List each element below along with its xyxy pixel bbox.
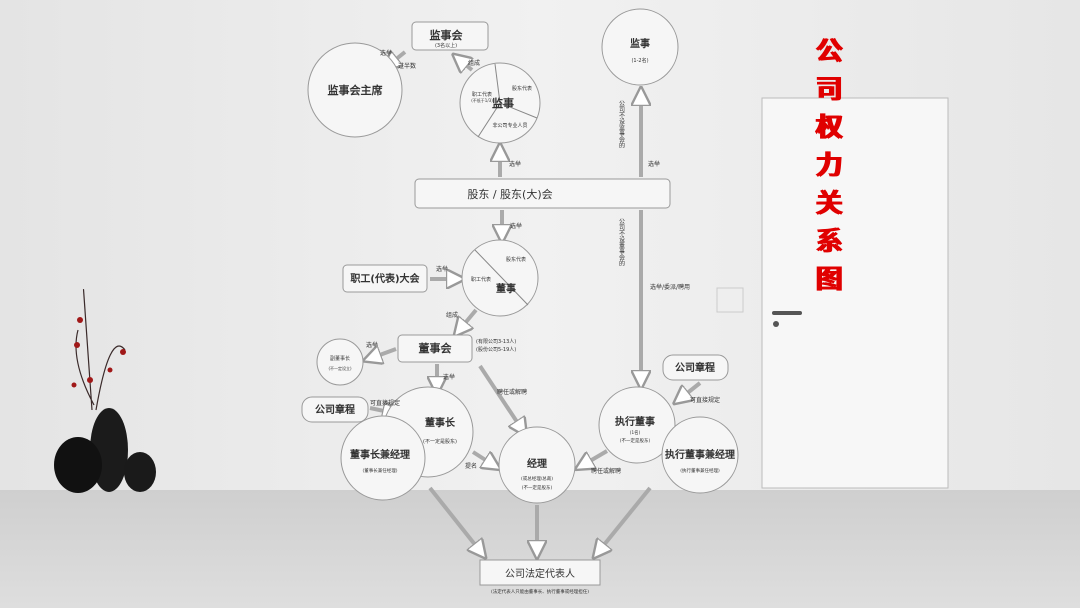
single-supervisor-label: 监事 [630, 37, 650, 50]
arrow-direct-right [676, 381, 702, 402]
title-char: 力 [815, 151, 841, 181]
supervisory-board-label: 监事会 [430, 28, 464, 42]
edge-label: 可直接规定 [370, 399, 400, 407]
pie-seg-label: 职工代表 [471, 276, 491, 283]
title-char: 权 [814, 113, 841, 143]
legal-rep-note: (法定代表人只能由董事长、执行董事或经理担任) [491, 588, 589, 595]
vice-chair-circle [316, 338, 364, 386]
single-supervisor-sub: (1-2名) [631, 57, 648, 64]
chairman-label: 董事长 [425, 416, 456, 429]
edge-label: 选举 [443, 373, 455, 381]
arrow-compose-board [456, 308, 478, 334]
single-supervisor-circle [601, 8, 679, 86]
supervisory-chair-circle [307, 42, 403, 138]
exec-director-manager-label: 执行董事兼经理 [665, 448, 735, 461]
edge-label: 组成 [446, 311, 458, 319]
manager-label: 经理 [527, 457, 547, 470]
directors-pie [461, 239, 539, 317]
directors-pie-label: 董事 [496, 282, 516, 295]
edge-label: 选举 [648, 160, 660, 168]
edge-label: 选举 [510, 222, 522, 230]
chairman-manager-circle [340, 415, 426, 501]
exec-director-manager-circle [661, 416, 739, 494]
employee-congress-label: 职工(代表)大会 [350, 272, 419, 285]
board-note: (股份公司5-19人) [476, 346, 516, 353]
vice-chair-label: 副董事长 [330, 355, 350, 362]
exec-director-sub: (1名) [630, 429, 641, 436]
legal-rep-label: 公司法定代表人 [505, 567, 575, 580]
edge-label: 聘任或解聘 [591, 467, 621, 475]
chairman-manager-label: 董事长兼经理 [350, 448, 410, 461]
vases-decoration [54, 288, 156, 493]
manager-circle [498, 426, 576, 504]
arrow-to-legal-1 [428, 486, 484, 556]
board-note: (有限公司3-13人) [476, 338, 516, 345]
arrow-nominate [471, 450, 498, 468]
edge-label: 过半数 [398, 62, 416, 70]
exec-director-sub: (不一定是股东) [620, 437, 651, 444]
title-char: 公 [815, 37, 841, 67]
edge-label: 选举/委派/聘用 [650, 283, 690, 291]
pie-seg-label: 股东代表 [506, 256, 526, 263]
articles-right-label: 公司章程 [675, 361, 715, 374]
title-char: 关 [815, 189, 841, 219]
pie-seg-label: 非公司专业人员 [492, 122, 527, 129]
edge-label: 聘任或解聘 [497, 388, 527, 396]
edge-label: 选举 [436, 265, 448, 273]
edge-label-vertical: 公司不设董事会的 [618, 218, 625, 267]
articles-right-box [662, 354, 729, 381]
pie-seg-label: 股东代表 [512, 85, 532, 92]
board-box [397, 334, 473, 363]
board-label: 董事会 [419, 341, 453, 355]
arrow-to-legal-3 [595, 486, 652, 556]
pie-seg-sub: (不低于1/3) [471, 97, 493, 103]
edge-label: 选举 [509, 160, 521, 168]
supervisory-board-sub: (3名以上) [435, 42, 457, 49]
shareholders-label: 股东 / 股东(大)会 [467, 187, 552, 201]
node-labels: 监事会 (3名以上) 监事会主席 监事 职工代表 (不低于1/3) 股东代表 非… [315, 28, 735, 595]
arrow-hire-fire-1 [478, 364, 525, 434]
arrow-compose-sup [455, 56, 472, 70]
arrow-elect-vice [366, 349, 397, 360]
edge-label: 选举 [380, 49, 392, 57]
vice-chair-sub: (不一定设立) [328, 365, 352, 371]
pie-seg-label: 职工代表 [472, 91, 492, 98]
edge-label: 可直接规定 [690, 396, 720, 404]
articles-left-label: 公司章程 [315, 403, 355, 416]
edge-label: 选举 [366, 341, 378, 349]
arrow-hire-fire-2 [578, 449, 609, 468]
employee-congress-box [342, 264, 428, 293]
edge-labels: 选举 过半数 组成 选举 公司不设监事会的 选举 选举 选举 组成 选举 选举 … [366, 49, 720, 475]
shareholders-box [414, 178, 671, 209]
chairman-manager-sub: (董事长兼任经理) [362, 467, 397, 474]
chairman-sub: (不一定是股东) [423, 438, 457, 445]
arrows [366, 52, 702, 556]
exec-director-label: 执行董事 [615, 415, 655, 428]
title-char: 系 [815, 227, 841, 257]
supervisory-chair-label: 监事会主席 [328, 83, 383, 97]
manager-sub: (或总经理/总裁) [521, 475, 553, 482]
exec-director-manager-sub: (执行董事兼任经理) [680, 467, 720, 474]
title-char: 司 [815, 75, 841, 105]
light-switch [716, 287, 744, 313]
legal-rep-box [479, 559, 601, 586]
articles-left-box [301, 396, 369, 423]
exec-director-circle [598, 386, 676, 464]
page-title: 公司权力关系图 公 司 权 力 关 系 图 [813, 37, 844, 303]
supervisory-board-box [411, 21, 489, 51]
pie-dividers [474, 63, 538, 306]
supervisors-pie-label: 监事 [492, 96, 514, 110]
title-full: 公司权力关系图 [813, 37, 844, 303]
edge-label-vertical: 公司不设监事会的 [618, 100, 625, 149]
title-char: 图 [815, 265, 841, 295]
edge-label: 提名 [465, 462, 477, 470]
node-shapes [301, 8, 739, 586]
door-handle [772, 311, 802, 315]
edge-label: 组成 [468, 59, 480, 67]
door [716, 97, 949, 489]
manager-sub: (不一定是股东) [522, 484, 553, 491]
